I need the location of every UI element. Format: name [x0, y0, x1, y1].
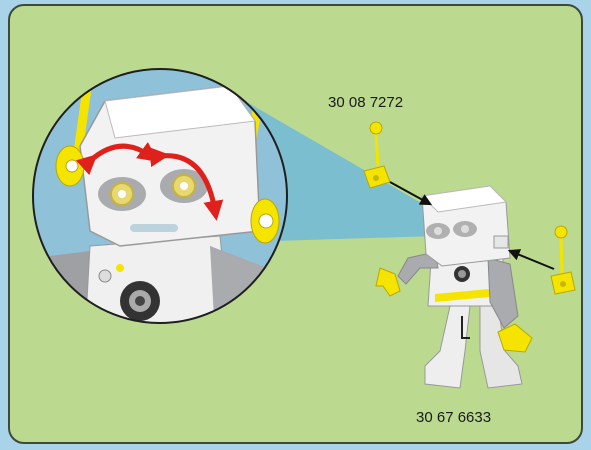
antenna-part-right	[551, 226, 575, 294]
antenna-part-left	[364, 122, 390, 188]
insert-arrow-icon	[510, 251, 554, 269]
magnified-head-inset	[33, 46, 287, 336]
robot-part-number: 30 67 6633	[416, 409, 491, 426]
diagram-panel: 30 08 7272 30 67 6633	[8, 4, 583, 444]
assembly-diagram	[10, 6, 583, 444]
antenna-part-number: 30 08 7272	[328, 94, 403, 111]
